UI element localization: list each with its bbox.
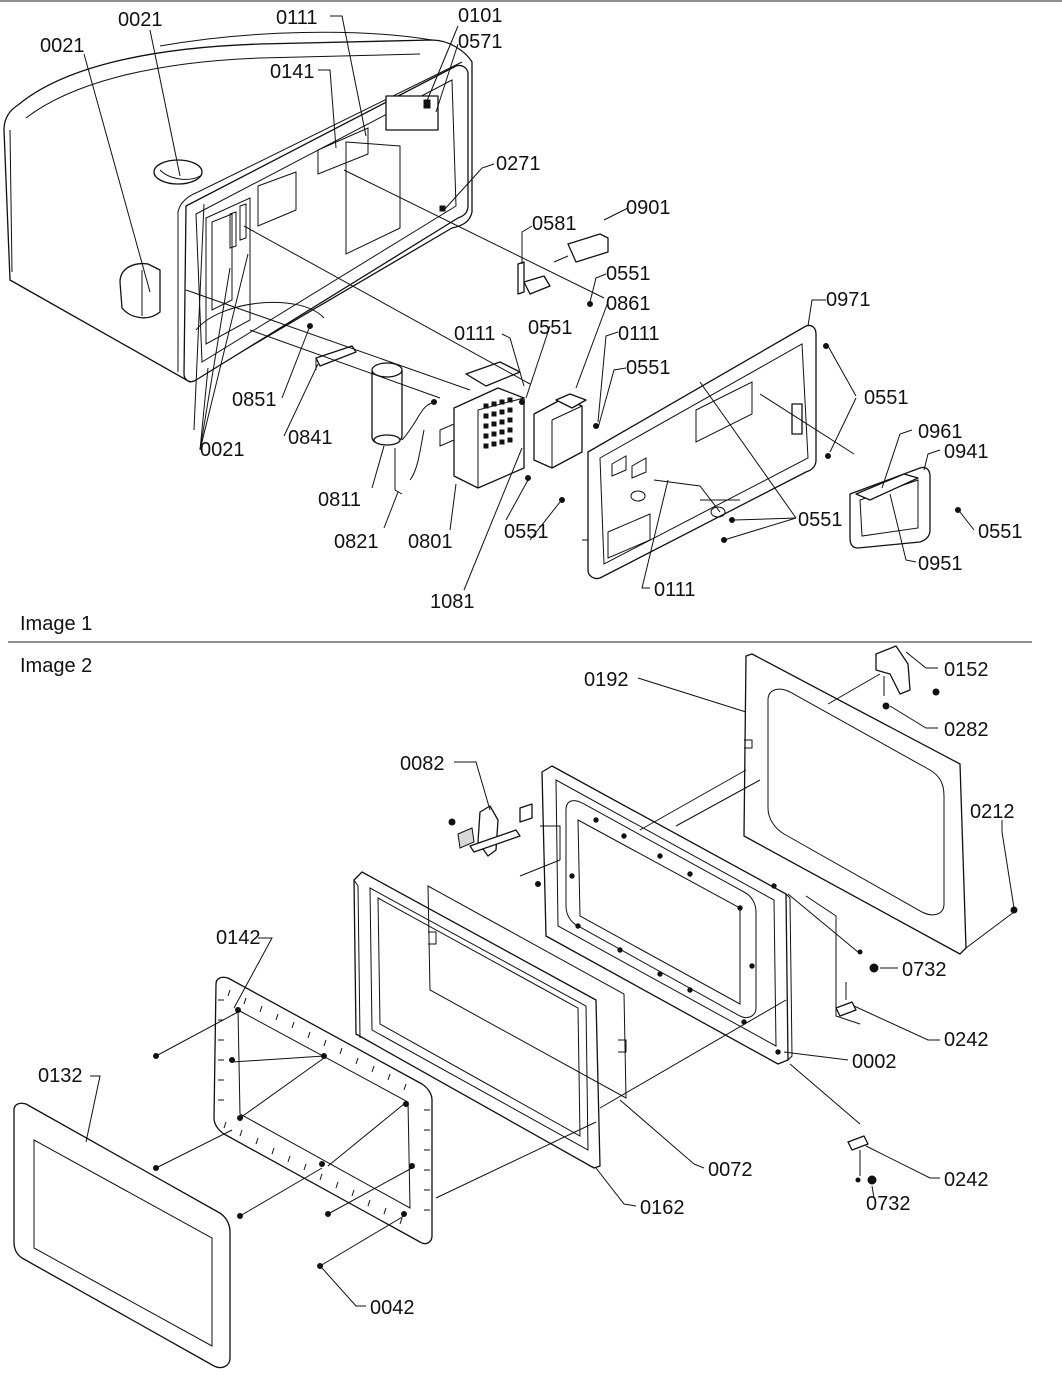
callout-label: 0551 bbox=[864, 387, 909, 409]
image-2-leaders bbox=[86, 652, 1014, 1306]
callout-label: 0111 bbox=[454, 323, 496, 345]
callout-label: 0132 bbox=[38, 1065, 83, 1087]
callout-label: 0242 bbox=[944, 1029, 989, 1051]
callout-label: 0811 bbox=[318, 489, 361, 511]
callout-label: 0941 bbox=[944, 441, 989, 463]
callout-label: 1081 bbox=[430, 591, 475, 613]
callout-label: 0111 bbox=[654, 579, 696, 601]
callout-label: 0142 bbox=[216, 927, 261, 949]
image-2-screws bbox=[154, 882, 541, 1269]
image-2-callouts: 0192 0152 0282 0082 0212 0142 0732 0242 … bbox=[38, 659, 1015, 1319]
door-gasket bbox=[214, 977, 432, 1243]
door-inner-frame bbox=[542, 766, 792, 1064]
callout-label: 0861 bbox=[606, 293, 651, 315]
callout-label: 0242 bbox=[944, 1169, 989, 1191]
frame-screw-dots bbox=[570, 818, 780, 1054]
image-1-screws bbox=[308, 302, 961, 543]
callout-label: 0021 bbox=[200, 439, 245, 461]
callout-label: 0801 bbox=[408, 531, 453, 553]
callout-label: 0841 bbox=[288, 427, 333, 449]
callout-label: 0141 bbox=[270, 61, 315, 83]
latch-actuator bbox=[449, 804, 532, 856]
callout-label: 0152 bbox=[944, 659, 989, 681]
callout-label: 0021 bbox=[118, 9, 163, 31]
callout-label: 0821 bbox=[334, 531, 379, 553]
callout-label: 0551 bbox=[528, 317, 573, 339]
callout-label: 0732 bbox=[866, 1193, 911, 1215]
gasket-tabs bbox=[218, 990, 430, 1224]
callout-label: 0162 bbox=[640, 1197, 685, 1219]
image-2-group: Image 2 bbox=[14, 646, 1017, 1368]
capacitor bbox=[372, 363, 436, 494]
mounting-bracket bbox=[316, 346, 356, 370]
callout-label: 0732 bbox=[902, 959, 947, 981]
callout-label: 0282 bbox=[944, 719, 989, 741]
feet bbox=[120, 160, 202, 318]
callout-label: 0101 bbox=[458, 5, 503, 27]
callout-label: 0212 bbox=[970, 801, 1015, 823]
callout-label: 0271 bbox=[496, 153, 541, 175]
callout-label: 0111 bbox=[618, 323, 660, 345]
callout-label: 0042 bbox=[370, 1297, 415, 1319]
callout-label: 0551 bbox=[504, 521, 549, 543]
callout-label: 0551 bbox=[606, 263, 651, 285]
door-outer-glass bbox=[14, 1103, 230, 1367]
image-1-group: 0021 0021 0111 0101 0571 0141 0271 0901 … bbox=[4, 5, 1023, 635]
keypad-buttons bbox=[484, 398, 512, 448]
callout-label: 0551 bbox=[798, 509, 843, 531]
image-1-caption: Image 1 bbox=[20, 613, 92, 635]
callout-label: 0082 bbox=[400, 753, 445, 775]
callout-label: 0072 bbox=[708, 1159, 753, 1181]
callout-label: 0851 bbox=[232, 389, 277, 411]
control-board-component bbox=[534, 394, 586, 468]
callout-label: 0551 bbox=[978, 521, 1023, 543]
display-window-frame bbox=[850, 467, 930, 548]
image-1-leaders bbox=[84, 16, 974, 590]
callout-label: 0901 bbox=[626, 197, 671, 219]
image-1-callouts: 0021 0021 0111 0101 0571 0141 0271 0901 … bbox=[40, 5, 1023, 613]
door-latch bbox=[876, 646, 939, 709]
control-panel-plate bbox=[582, 325, 816, 578]
callout-label: 0192 bbox=[584, 669, 629, 691]
callout-label: 0971 bbox=[826, 289, 871, 311]
image-2-caption: Image 2 bbox=[20, 655, 92, 677]
door-choke-frame bbox=[354, 872, 600, 1168]
keypad-module bbox=[440, 362, 524, 488]
callout-label: 0961 bbox=[918, 421, 963, 443]
door-hinges bbox=[836, 907, 1017, 1184]
callout-label: 0951 bbox=[918, 553, 963, 575]
callout-label: 0551 bbox=[626, 357, 671, 379]
callout-label: 0021 bbox=[40, 35, 85, 57]
callout-label: 0111 bbox=[276, 7, 318, 29]
callout-label: 0571 bbox=[458, 31, 503, 53]
cavity-front-frame bbox=[184, 65, 468, 381]
callout-label: 0002 bbox=[852, 1051, 897, 1073]
window-film-sheet bbox=[428, 886, 626, 1098]
callout-label: 0581 bbox=[532, 213, 577, 235]
